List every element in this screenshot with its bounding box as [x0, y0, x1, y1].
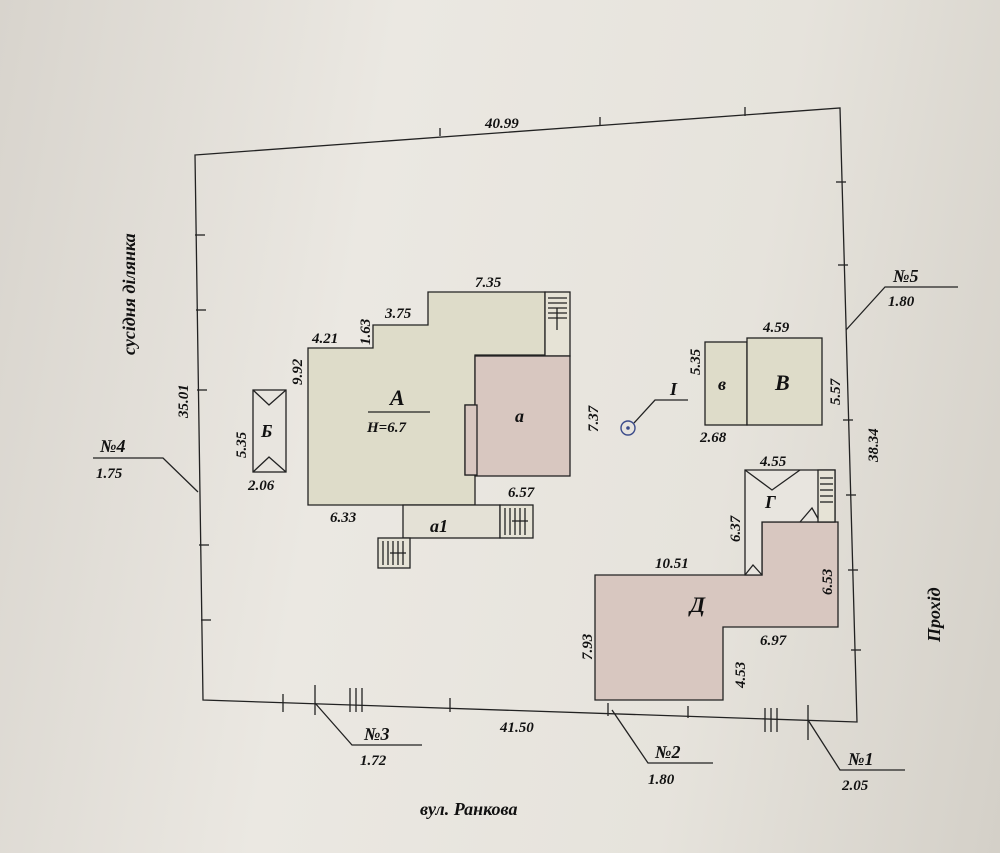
- building-v-small-dim-bottom: 2.68: [699, 430, 727, 446]
- building-a-small-label: а: [515, 406, 524, 426]
- building-d-dim-inner: 4.53: [733, 661, 749, 689]
- building-d-dim-right: 6.53: [820, 568, 836, 595]
- building-a-small-dim-right: 7.37: [586, 405, 602, 432]
- point-5-label: №5: [892, 266, 918, 286]
- point-4-label: №4: [99, 436, 125, 456]
- point-3-label: №3: [363, 724, 389, 744]
- building-b-dim-side: 5.35: [234, 431, 250, 458]
- building-b-dim-bottom: 2.06: [247, 478, 275, 494]
- building-a-dim-bottom: 6.33: [330, 510, 357, 526]
- building-a1-label: а1: [430, 516, 448, 536]
- building-g-dim-side: 6.37: [728, 515, 744, 542]
- point-3-callout: №3 1.72: [314, 702, 422, 769]
- plot-top-length: 40.99: [484, 116, 519, 132]
- building-g-dim-top: 4.55: [759, 454, 787, 470]
- stairs-g-lines: [820, 477, 833, 503]
- building-a-label: А: [388, 385, 405, 410]
- building-g-label: Г: [764, 492, 776, 512]
- point-3-value: 1.72: [360, 753, 387, 769]
- neighbor-right-label: Прохід: [924, 587, 944, 643]
- point-2-callout: №2 1.80: [611, 709, 713, 788]
- point-5-value: 1.80: [888, 294, 915, 310]
- neighbor-left-label: сусідня ділянка: [119, 233, 139, 355]
- building-d-label: Д: [688, 592, 706, 617]
- stairs-a1-left-lines: [382, 541, 406, 565]
- building-a-small: [474, 355, 571, 477]
- point-1-value: 2.05: [841, 778, 869, 794]
- point-4-value: 1.75: [96, 466, 123, 482]
- building-v-small-dim-side: 5.35: [688, 348, 704, 375]
- building-v: [746, 337, 823, 426]
- building-d: [594, 521, 839, 701]
- building-v-small-label: в: [718, 374, 726, 394]
- building-a-dim-left: 9.92: [290, 358, 306, 385]
- building-b-label: Б: [260, 421, 272, 441]
- plot-boundary: [194, 107, 858, 723]
- point-1-label: №1: [847, 749, 873, 769]
- stairs-a1-right-lines: [504, 508, 528, 535]
- point-4-callout: №4 1.75: [93, 436, 199, 493]
- building-a-dim-step: 3.75: [384, 306, 412, 322]
- building-a-dim-top: 7.35: [475, 275, 502, 291]
- boundary-ticks: [195, 107, 861, 740]
- point-1-callout: №1 2.05: [807, 719, 905, 794]
- marker-i: I: [620, 379, 688, 436]
- building-b: [252, 389, 287, 473]
- plot-bottom-length: 41.50: [499, 720, 534, 736]
- marker-i-label: I: [669, 379, 678, 399]
- building-a1: [402, 504, 501, 539]
- building-a-small-dim-bottom: 6.57: [508, 485, 535, 501]
- stairs-a-top-lines: [548, 297, 567, 330]
- plot-left-length: 35.01: [176, 384, 192, 419]
- neighbor-bottom-label: вул. Ранкова: [420, 799, 517, 819]
- building-d-dim-top: 10.51: [655, 556, 689, 572]
- building-v-dim-top: 4.59: [762, 320, 790, 336]
- building-a: [307, 291, 546, 506]
- building-v-dim-side: 5.57: [828, 378, 844, 405]
- point-2-value: 1.80: [648, 772, 675, 788]
- building-a-dim-left-top: 4.21: [311, 331, 338, 347]
- building-v-label: В: [774, 370, 790, 395]
- point-5-callout: №5 1.80: [845, 266, 958, 331]
- point-2-label: №2: [654, 742, 680, 762]
- building-d-dim-left: 7.93: [580, 633, 596, 660]
- plot-right-length: 38.34: [866, 428, 882, 463]
- building-a-height: H=6.7: [366, 420, 406, 436]
- building-d-dim-bottom: 6.97: [760, 633, 787, 649]
- building-a-dim-small: 1.63: [358, 318, 374, 345]
